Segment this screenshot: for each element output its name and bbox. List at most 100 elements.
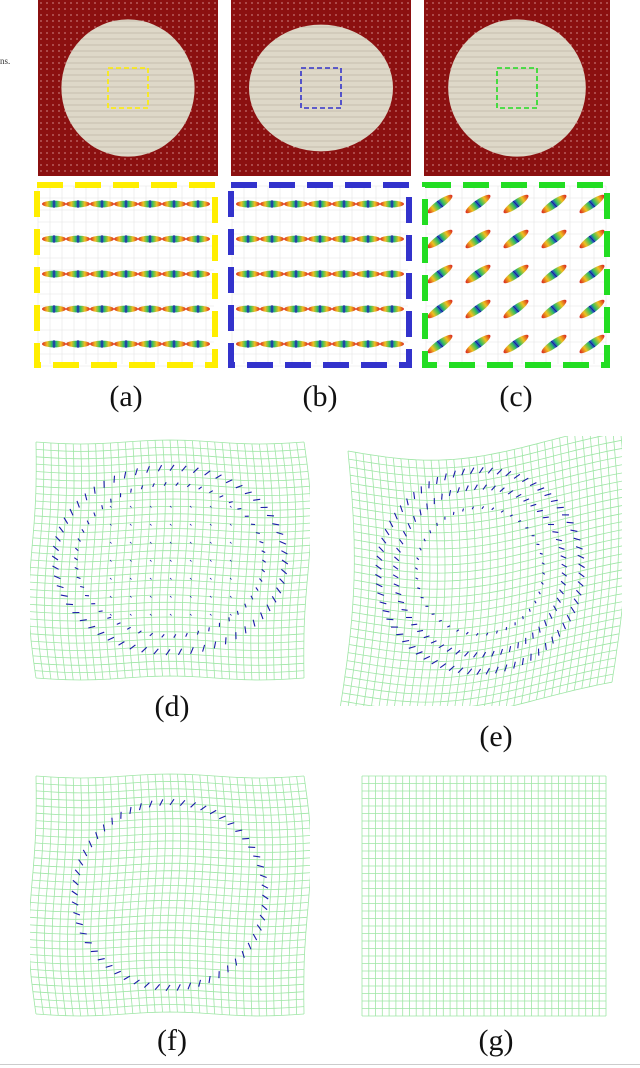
vector-arrow [150,560,152,562]
dot [263,44,264,45]
dot [70,152,71,153]
dot [40,32,41,33]
dot [239,98,240,99]
dot [178,152,179,153]
dot [462,152,463,153]
dot [576,140,577,141]
dot [214,158,215,159]
dot [371,170,372,171]
dot [305,20,306,21]
dot [40,152,41,153]
dot [432,164,433,165]
vector-arrow [216,475,222,479]
dot [552,14,553,15]
dot [178,8,179,9]
dot [64,122,65,123]
inclusion-shape [249,25,393,152]
dot [202,74,203,75]
dot [239,170,240,171]
dot [263,32,264,33]
dot [52,170,53,171]
dot [40,110,41,111]
dot [263,2,264,3]
dot [588,2,589,3]
vector-arrow [150,524,152,526]
dot [82,158,83,159]
vector-arrow [188,983,191,990]
dot [570,8,571,9]
dot [293,2,294,3]
dot [178,158,179,159]
dot [281,8,282,9]
vector-arrow [262,905,267,910]
dot [52,74,53,75]
dot [347,20,348,21]
dot [148,164,149,165]
dot [486,2,487,3]
dot [389,50,390,51]
vector-arrow [574,599,578,605]
dot [160,26,161,27]
dot [166,14,167,15]
dot [438,62,439,63]
dot [257,26,258,27]
dot [287,152,288,153]
vector-arrow [108,637,114,640]
dot [124,14,125,15]
dot [480,158,481,159]
dot [341,170,342,171]
dot [395,86,396,87]
dot [456,128,457,129]
dot [275,32,276,33]
dot [136,14,137,15]
dot [389,128,390,129]
dot [196,98,197,99]
dot [178,146,179,147]
dot [263,38,264,39]
dot [52,86,53,87]
dot [52,56,53,57]
dot [606,26,607,27]
dot [100,8,101,9]
dot [281,158,282,159]
dot [492,164,493,165]
dot [371,26,372,27]
dot [395,50,396,51]
dot [190,152,191,153]
dot [245,86,246,87]
dot [588,26,589,27]
dot [214,134,215,135]
dot [299,14,300,15]
vector-arrow [201,806,207,810]
dot [323,158,324,159]
dot [383,140,384,141]
dot [546,158,547,159]
vector-arrow [552,532,558,533]
dot [196,128,197,129]
dot [426,20,427,21]
dot [58,38,59,39]
dot [359,164,360,165]
mesh-lines [362,776,606,1016]
dot [365,32,366,33]
dot [251,122,252,123]
dot [251,110,252,111]
dot [112,170,113,171]
dot [106,14,107,15]
dot [214,32,215,33]
dot [239,80,240,81]
dot [359,20,360,21]
dot [214,2,215,3]
dot [594,146,595,147]
dot [245,2,246,3]
mesh-lines [30,774,310,1016]
dot [172,164,173,165]
dot [275,146,276,147]
dot [606,98,607,99]
dot [214,26,215,27]
dot [100,152,101,153]
dot [245,92,246,93]
dot [245,14,246,15]
vector-arrow [150,542,152,544]
mesh-line [468,457,482,706]
